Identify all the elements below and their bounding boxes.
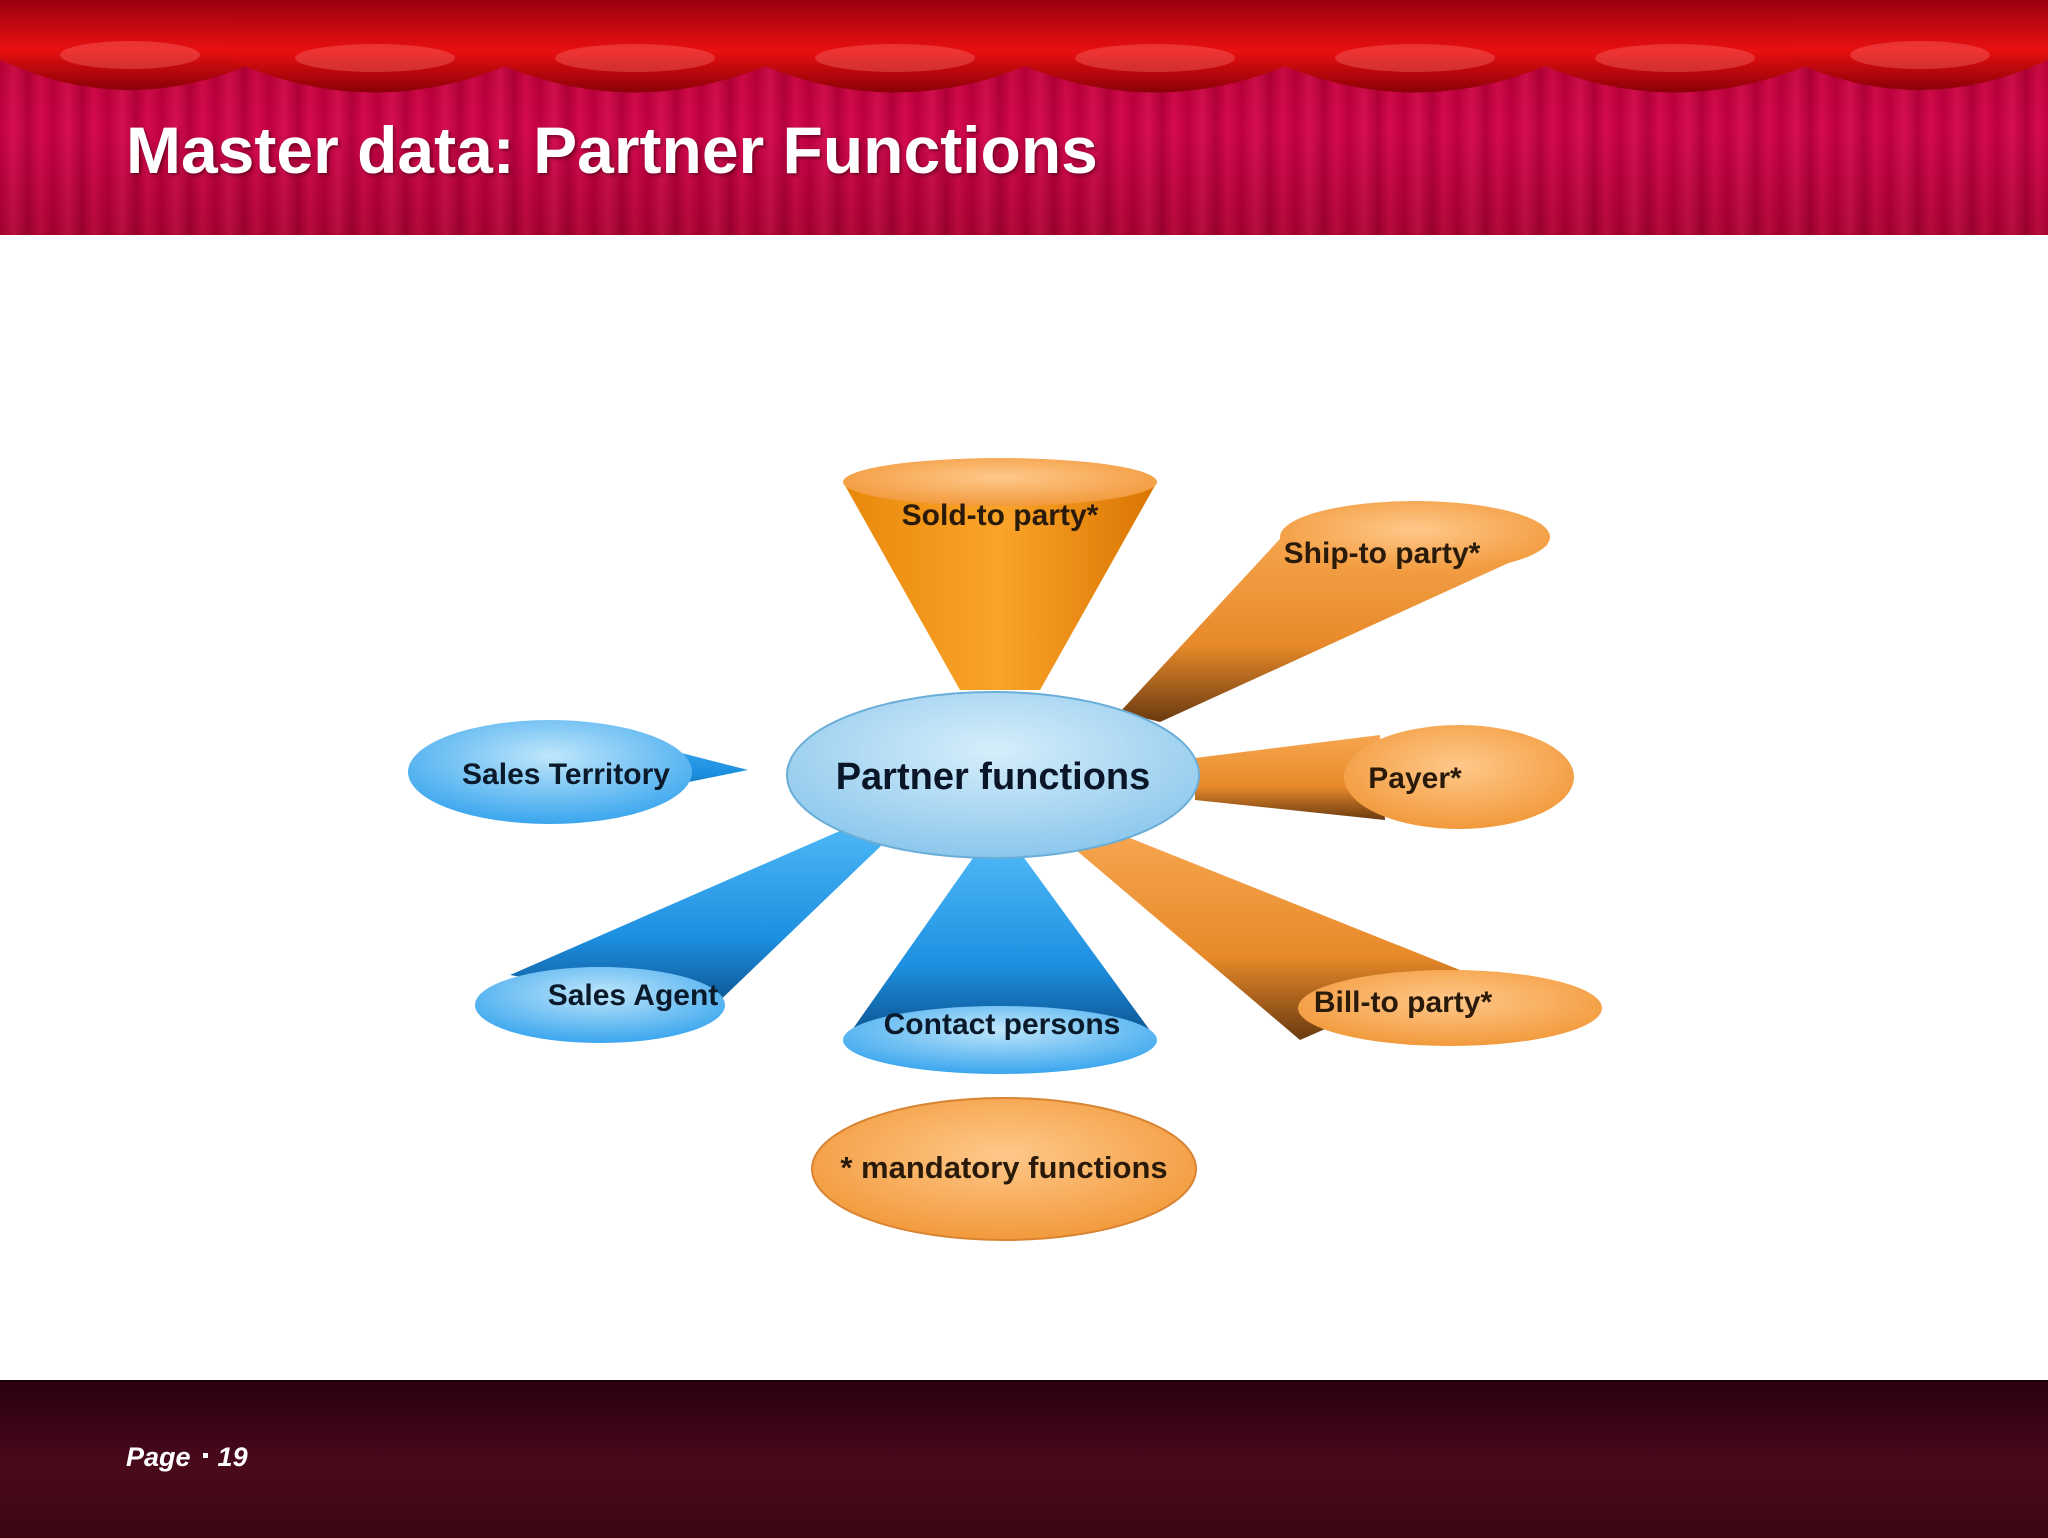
separator-dot bbox=[202, 1453, 208, 1459]
slide-header: Master data: Partner Functions bbox=[0, 0, 2048, 235]
node-label: Bill-to party* bbox=[1314, 986, 1493, 1019]
node-sales-agent: Sales Agent bbox=[475, 830, 885, 1043]
node-label: Payer* bbox=[1368, 762, 1462, 795]
center-node: Partner functions bbox=[786, 691, 1200, 859]
node-payer: Payer* bbox=[1195, 725, 1574, 829]
center-label: Partner functions bbox=[836, 756, 1151, 798]
slide-title: Master data: Partner Functions bbox=[126, 113, 1098, 187]
partner-functions-diagram: Sold-to party* Ship-to party* Payer* Bil… bbox=[408, 458, 1602, 1241]
node-sales-territory: Sales Territory bbox=[408, 720, 748, 824]
node-ship-to-party: Ship-to party* bbox=[1120, 501, 1550, 722]
curtain-valance bbox=[0, 0, 2048, 93]
node-bill-to-party: Bill-to party* bbox=[1070, 830, 1602, 1046]
node-sold-to-party: Sold-to party* bbox=[843, 458, 1157, 690]
mandatory-legend: * mandatory functions bbox=[811, 1097, 1197, 1241]
node-label: Sales Territory bbox=[462, 758, 670, 791]
slide-footer: Page 19 bbox=[0, 1380, 2048, 1538]
page-number: 19 bbox=[217, 1442, 248, 1472]
page-label: Page bbox=[126, 1442, 191, 1472]
page-indicator: Page 19 bbox=[126, 1442, 248, 1473]
node-label: Sold-to party* bbox=[902, 499, 1099, 532]
node-label: Sales Agent bbox=[548, 979, 719, 1012]
node-contact-persons: Contact persons bbox=[843, 855, 1157, 1074]
node-label: Contact persons bbox=[884, 1008, 1121, 1041]
legend-label: * mandatory functions bbox=[840, 1150, 1167, 1185]
node-label: Ship-to party* bbox=[1284, 537, 1481, 570]
